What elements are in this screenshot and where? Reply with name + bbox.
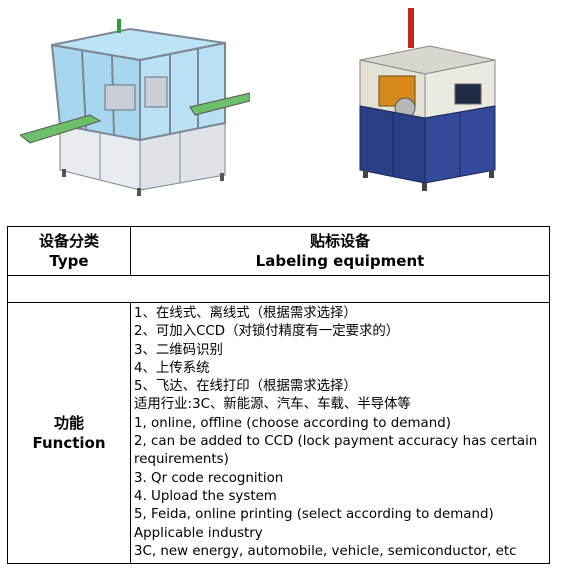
type-label-cn: 设备分类 <box>38 232 99 250</box>
function-row: 功能 Function 1、在线式、离线式（根据需求选择） 2、可加入CCD（对… <box>7 301 550 565</box>
function-description-cell: 1、在线式、离线式（根据需求选择） 2、可加入CCD（对锁付精度有一定要求的） … <box>130 301 550 565</box>
equipment-name-en: Labeling equipment <box>255 252 425 270</box>
function-line: 3、二维码识别 <box>134 342 223 358</box>
function-line: 1, online, offline (choose according to … <box>134 415 451 431</box>
type-label-en: Type <box>49 252 89 270</box>
function-line: 5, Feida, online printing (select accord… <box>134 507 494 523</box>
inline-labeling-machine-image <box>20 19 250 196</box>
function-line: Applicable industry <box>134 525 263 541</box>
offline-labeling-machine-image <box>359 8 496 191</box>
header-row: 设备分类 Type 贴标设备 Labeling equipment <box>7 226 550 276</box>
blank-row <box>7 275 550 303</box>
equipment-photos <box>0 0 577 222</box>
function-line: 4、上传系统 <box>134 360 210 376</box>
function-line: 5、飞达、在线打印（根据需求选择） <box>134 379 357 395</box>
function-line: 2、可加入CCD（对锁付精度有一定要求的） <box>134 324 400 340</box>
spec-table: 设备分类 Type 贴标设备 Labeling equipment 功能 Fun… <box>7 226 550 565</box>
blank-cell <box>7 275 550 303</box>
function-line: 2, can be added to CCD (lock payment acc… <box>134 434 538 468</box>
function-label-en: Function <box>32 434 106 453</box>
equipment-header-cell: 贴标设备 Labeling equipment <box>130 226 550 276</box>
function-line: 4. Upload the system <box>134 488 277 504</box>
equipment-name-cn: 贴标设备 <box>309 232 370 250</box>
function-label-cn: 功能 <box>53 414 84 433</box>
type-header-cell: 设备分类 Type <box>7 226 131 276</box>
function-label-cell: 功能 Function <box>7 301 131 565</box>
function-line: 3C, new energy, automobile, vehicle, sem… <box>134 543 517 559</box>
function-line: 适用行业:3C、新能源、汽车、车载、半导体等 <box>134 397 411 413</box>
function-line: 3. Qr code recognition <box>134 470 284 486</box>
function-line: 1、在线式、离线式（根据需求选择） <box>134 306 357 321</box>
